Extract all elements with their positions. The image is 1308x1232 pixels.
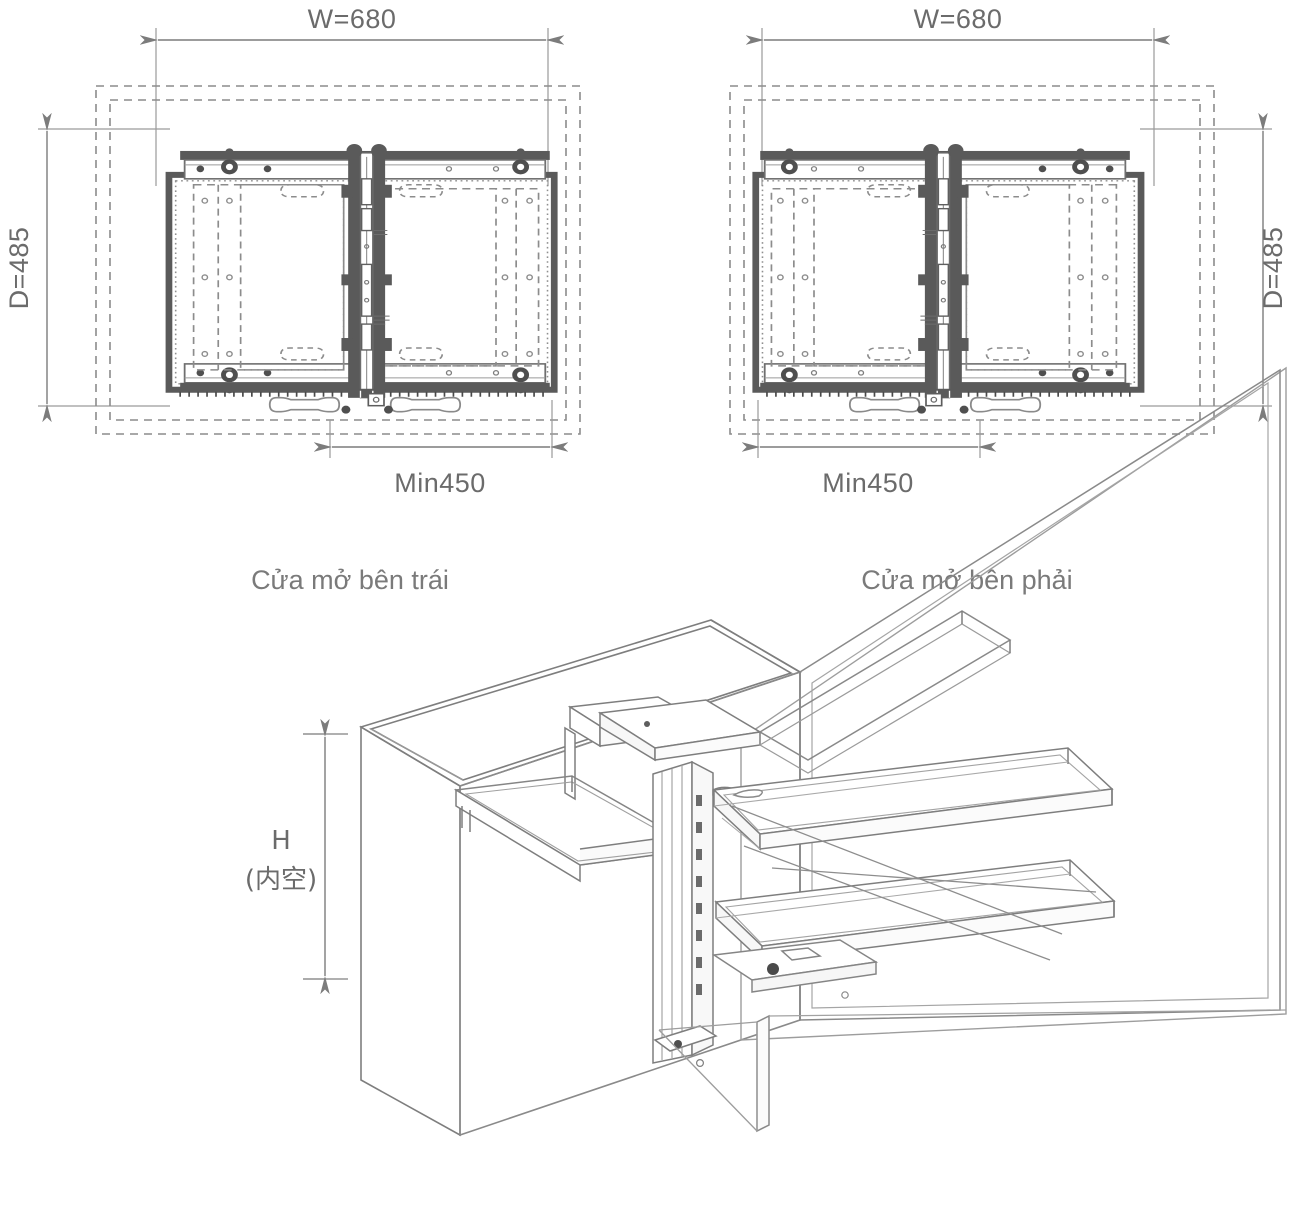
- left-plan-view: W=680 D=485 Min450 Cửa mở bên trái: [4, 4, 581, 595]
- right-min-label: Min450: [822, 468, 914, 498]
- left-depth-dimension: D=485: [4, 112, 170, 423]
- right-plan-caption: Cửa mở bên phải: [861, 565, 1072, 595]
- isometric-height-dimension: H (内空): [245, 718, 348, 995]
- isometric-height-label-main: H: [271, 826, 291, 856]
- isometric-vertical-rail: [652, 760, 735, 1067]
- isometric-height-label-sub: (内空): [245, 865, 317, 895]
- isometric-rear-rail: [453, 610, 1012, 883]
- isometric-door-panel: [658, 1009, 1287, 1133]
- isometric-view: H (内空): [245, 366, 1287, 1137]
- isometric-reference-ticks: [326, 733, 348, 980]
- right-plan-view: W=680 D=485 Min450 Cửa mở bên phải: [729, 4, 1288, 595]
- right-width-label: W=680: [914, 4, 1003, 34]
- right-cabinet-outline: [729, 85, 1215, 435]
- left-cabinet-outline: [95, 85, 581, 435]
- left-min-label: Min450: [394, 468, 486, 498]
- left-plan-caption: Cửa mở bên trái: [251, 565, 449, 595]
- left-mechanism: [169, 144, 554, 414]
- isometric-linkage-wires: [731, 805, 1097, 961]
- isometric-basket-upper: [712, 747, 1114, 851]
- right-depth-label: D=485: [1258, 227, 1288, 310]
- left-width-dimension: W=680: [139, 4, 565, 186]
- left-depth-label: D=485: [4, 227, 34, 310]
- isometric-basket-lower: [714, 859, 1116, 963]
- right-width-dimension: W=680: [745, 4, 1171, 186]
- right-depth-dimension: D=485: [1140, 112, 1288, 423]
- isometric-bottom-plate: [711, 939, 879, 999]
- left-min-dimension: Min450: [313, 400, 569, 498]
- right-mechanism: [756, 144, 1141, 414]
- left-width-label: W=680: [308, 4, 397, 34]
- right-min-dimension: Min450: [741, 400, 997, 498]
